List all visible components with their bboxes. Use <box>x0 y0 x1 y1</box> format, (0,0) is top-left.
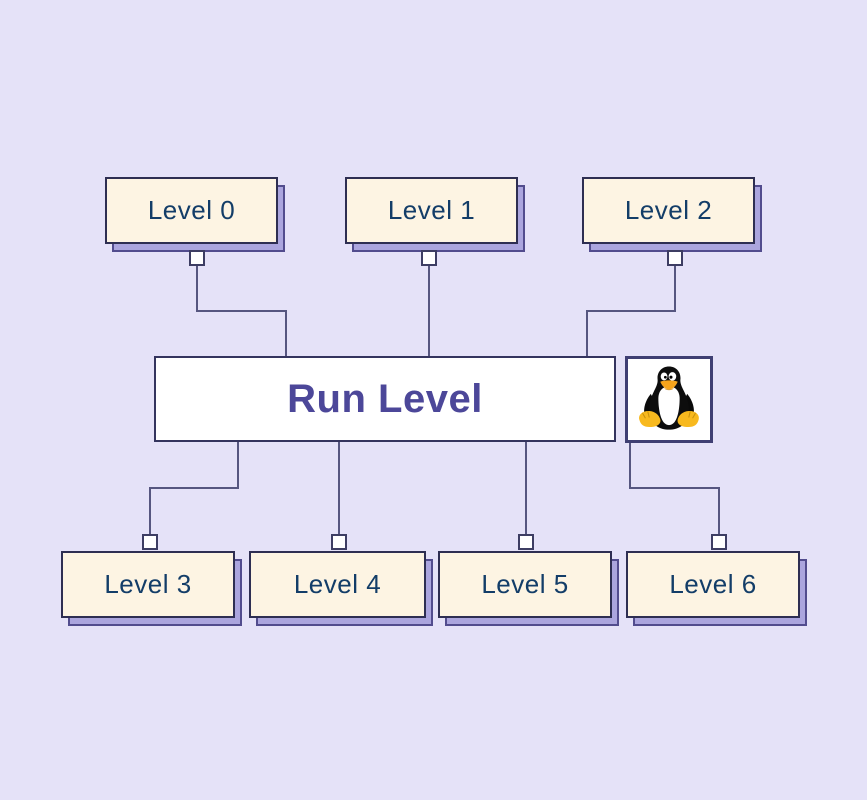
connector-port <box>189 250 205 266</box>
node-level-4: Level 4 <box>249 551 433 626</box>
tux-penguin-icon <box>639 366 699 430</box>
node-label: Level 5 <box>481 569 569 599</box>
node-label: Level 3 <box>104 569 192 599</box>
node-face: Level 4 <box>249 551 426 618</box>
node-face: Level 1 <box>345 177 518 244</box>
connector-level3 <box>149 441 239 534</box>
connector-port <box>142 534 158 550</box>
node-label: Level 6 <box>669 569 757 599</box>
node-level-3: Level 3 <box>61 551 242 626</box>
connector-port <box>518 534 534 550</box>
node-level-2: Level 2 <box>582 177 762 252</box>
node-face: Level 6 <box>626 551 800 618</box>
node-face: Level 0 <box>105 177 278 244</box>
run-level-title: Run Level <box>287 376 483 421</box>
connector-port <box>667 250 683 266</box>
run-level-box: Run Level <box>154 356 616 442</box>
connector-port <box>421 250 437 266</box>
node-face: Level 3 <box>61 551 235 618</box>
node-level-6: Level 6 <box>626 551 807 626</box>
node-face: Level 5 <box>438 551 612 618</box>
node-level-0: Level 0 <box>105 177 285 252</box>
connector-level0 <box>196 265 287 357</box>
connector-level2 <box>586 265 676 357</box>
node-label: Level 0 <box>147 195 236 225</box>
node-face: Level 2 <box>582 177 755 244</box>
connector-level6 <box>629 442 720 534</box>
node-label: Level 4 <box>293 569 382 599</box>
connector-port <box>711 534 727 550</box>
node-level-5: Level 5 <box>438 551 619 626</box>
tux-penguin-box <box>625 356 713 443</box>
connector-port <box>331 534 347 550</box>
node-label: Level 1 <box>387 195 476 225</box>
node-level-1: Level 1 <box>345 177 525 252</box>
node-label: Level 2 <box>624 195 713 225</box>
